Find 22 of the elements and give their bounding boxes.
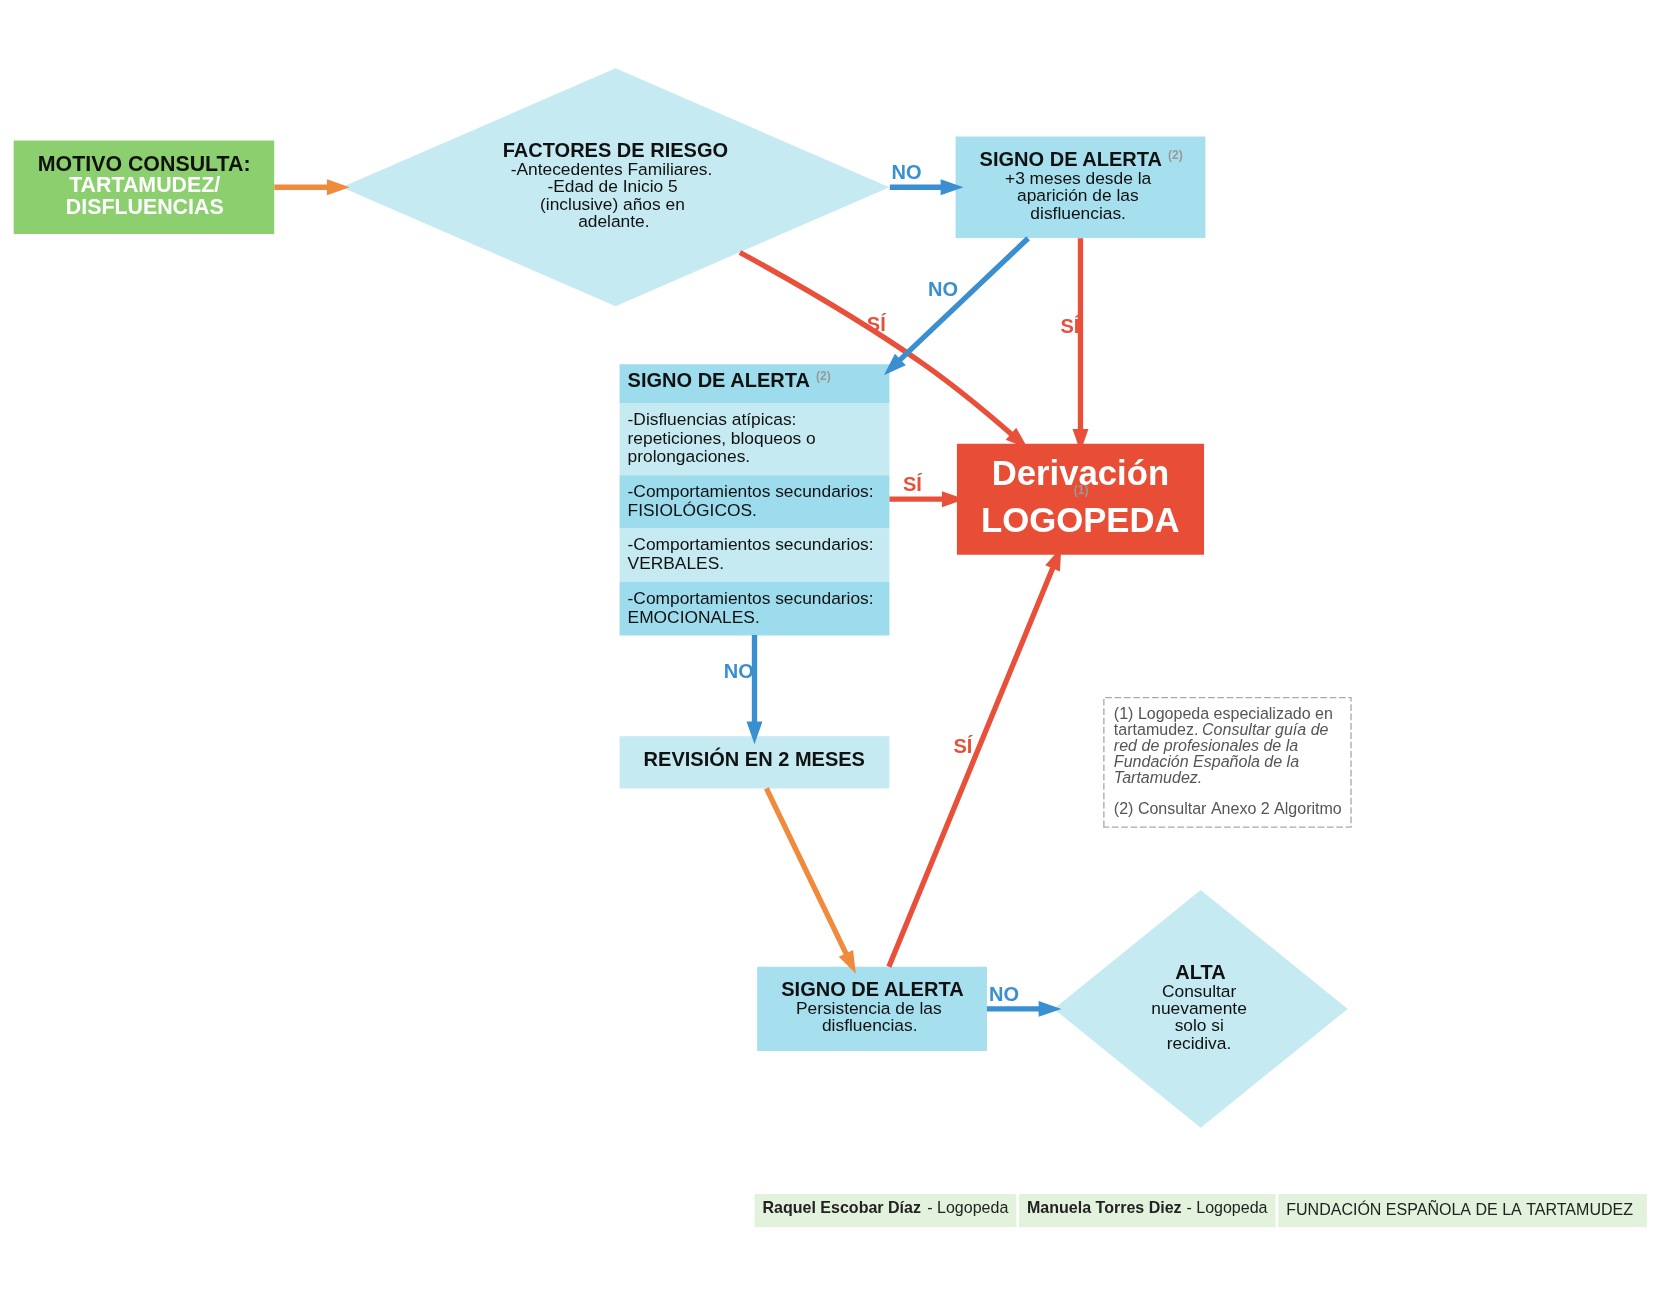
edge-label: SÍ — [1060, 314, 1080, 337]
label: (2) Consultar Anexo 2 Algoritmo — [1113, 798, 1342, 817]
node-box: SIGNO DE ALERTA Persistencia de las disfluencias. — [757, 966, 987, 1051]
arrow — [883, 235, 1030, 375]
edge-label: NO — [927, 277, 959, 300]
edge-label: NO — [891, 160, 922, 183]
node-box: MOTIVO CONSULTA: TARTAMUDEZ/ DISFLUENCIAS — [13, 140, 275, 234]
arrow — [746, 634, 763, 744]
arrow — [889, 178, 964, 195]
edge-label: NO — [723, 659, 754, 682]
label: FUNDACIÓN ESPAÑOLA DE LA TARTAMUDEZ — [1286, 1199, 1633, 1218]
edge-label: SÍ — [953, 734, 973, 757]
arrow — [764, 786, 856, 974]
label: Raquel Escobar Díaz - Logopeda — [762, 1197, 1009, 1216]
label: Manuela Torres Diez - Logopeda — [1027, 1197, 1268, 1216]
arrow — [274, 178, 350, 195]
arrow — [986, 1000, 1062, 1017]
node-box: SIGNO DE ALERTA $^{(2)}$ +3 meses desde la aparición de las disfluencias. — [955, 136, 1206, 238]
edge-label: NO — [989, 982, 1020, 1005]
label: (1) Logopeda especializado en tartamudez. Consultar guía de red de profesionales de la Fundación Española de la Tartamudez. — [1113, 703, 1333, 786]
node-box: REVISIÓN EN 2 MESES — [619, 735, 890, 788]
edge-label: SÍ — [903, 472, 922, 495]
